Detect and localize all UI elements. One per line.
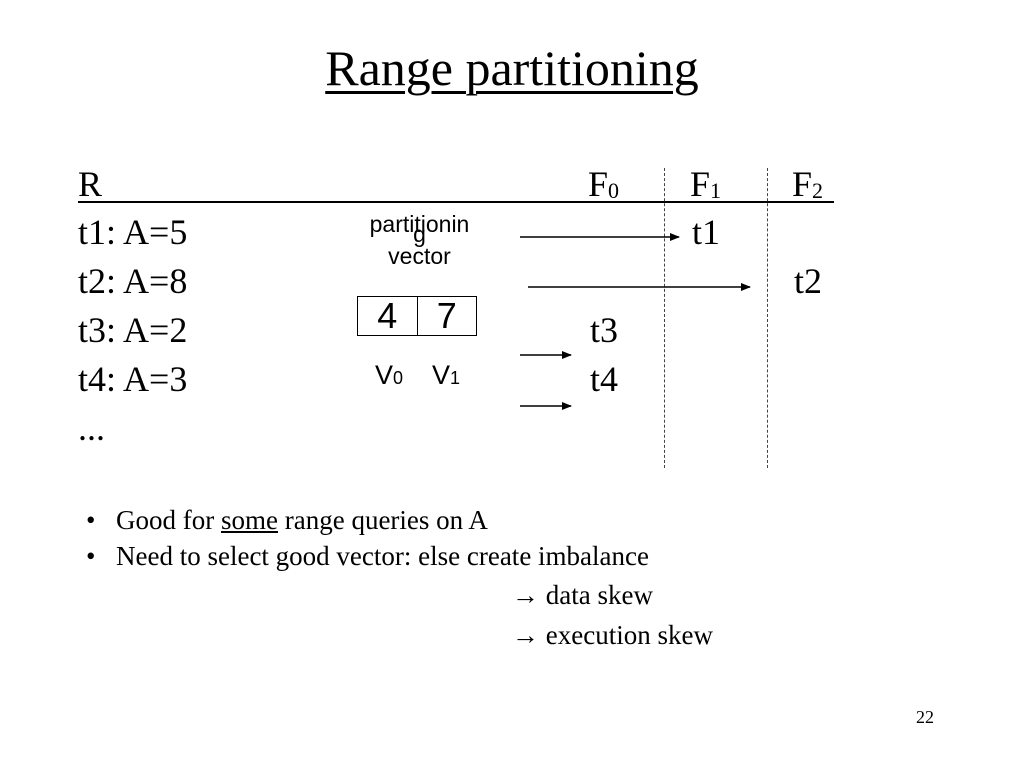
consequence-1: → data skew [512, 577, 653, 613]
vector-index-0-sub: 0 [393, 368, 404, 388]
fragment-header-0-base: F [588, 164, 609, 204]
header-underline [78, 201, 834, 203]
fragment-0-t4: t4 [590, 359, 619, 399]
fragment-header-2-sub: 2 [812, 178, 824, 203]
fragment-0-t3: t3 [590, 310, 619, 350]
fragment-2-t2: t2 [794, 261, 823, 301]
vector-label-line3: vector [388, 243, 451, 269]
consequence-2: → execution skew [512, 617, 713, 653]
fragment-header-1-base: F [690, 164, 711, 204]
vector-label: partitionin g vector [352, 212, 487, 268]
bullet-1-underlined: some [220, 505, 278, 535]
consequence-2-text: execution skew [545, 620, 713, 650]
vector-label-line2: g [413, 221, 426, 247]
vector-index-1: V1 [432, 362, 460, 389]
vector-index-1-sub: 1 [450, 368, 461, 388]
vector-index-0: V0 [375, 362, 403, 389]
vector-value-1: 7 [416, 297, 477, 335]
fragment-header-0: F0 [588, 166, 619, 202]
bullet-1: Good for some range queries on A [86, 502, 649, 538]
vector-index-1-base: V [432, 360, 451, 390]
slide-title-text: Range partitioning [325, 40, 699, 96]
fragment-header-1: F1 [690, 166, 721, 202]
tuple-t3: t3: A=2 [78, 310, 188, 350]
relation-name: R [78, 164, 103, 204]
tuple-t1: t1: A=5 [78, 212, 188, 252]
slide-title: Range partitioning [0, 38, 1024, 98]
column-divider-2 [767, 168, 768, 468]
page-number: 22 [916, 707, 934, 727]
fragment-header-2: F2 [792, 166, 823, 202]
tuple-t2: t2: A=8 [78, 261, 188, 301]
fragment-1-t1: t1 [692, 212, 721, 252]
bullet-2: Need to select good vector: else create … [86, 538, 649, 574]
bullet-1-post: range queries on A [277, 505, 488, 535]
consequence-1-text: data skew [545, 580, 653, 610]
bullet-1-pre: Good for [116, 505, 221, 535]
tuple-ellipsis: ... [78, 408, 105, 448]
partitioning-vector: 4 7 [357, 296, 477, 336]
vector-label-line1: partitionin [369, 211, 470, 237]
arrow-symbol-1: → [512, 580, 539, 610]
fragment-header-1-sub: 1 [710, 178, 722, 203]
column-divider-1 [664, 168, 665, 468]
fragment-header-0-sub: 0 [608, 178, 620, 203]
vector-index-0-base: V [375, 360, 394, 390]
tuple-t4: t4: A=3 [78, 359, 188, 399]
bullet-list: Good for some range queries on A Need to… [86, 502, 649, 574]
fragment-header-2-base: F [792, 164, 813, 204]
arrow-symbol-2: → [512, 620, 539, 650]
vector-value-0: 4 [377, 295, 398, 336]
